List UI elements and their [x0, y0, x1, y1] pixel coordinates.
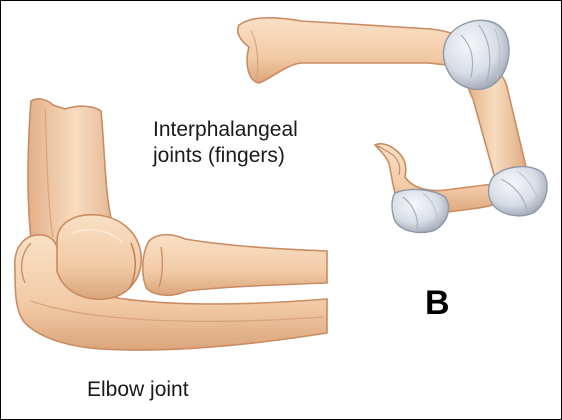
proximal-phalanx [236, 16, 472, 84]
interphalangeal-label: Interphalangeal joints (fingers) [153, 117, 298, 170]
finger-illustration [236, 16, 548, 234]
interphalangeal-label-line1: Interphalangeal [153, 118, 298, 141]
dip-joint-capsule [487, 166, 548, 217]
elbow-illustration [14, 98, 328, 351]
capitulum [56, 214, 142, 301]
tip-joint-capsule [391, 188, 450, 234]
pip-joint-capsule [442, 19, 510, 91]
interphalangeal-label-line2: joints (fingers) [153, 144, 285, 168]
radius [141, 233, 328, 297]
elbow-label: Elbow joint [87, 378, 189, 401]
panel-letter: B [425, 284, 450, 322]
